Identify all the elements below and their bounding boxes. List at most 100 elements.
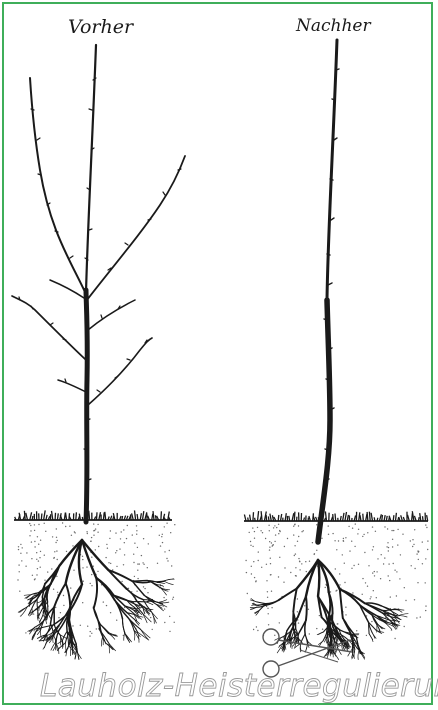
- soil-dot: [276, 527, 277, 528]
- soil-dot: [260, 530, 261, 531]
- soil-dot: [53, 589, 54, 590]
- root: [94, 578, 97, 609]
- soil-dot: [308, 609, 309, 610]
- soil-dot: [372, 572, 373, 573]
- soil-dot: [173, 597, 174, 598]
- soil-dot: [172, 599, 173, 600]
- label-after: Nachher: [295, 16, 371, 36]
- soil-dot: [40, 540, 41, 541]
- soil-dot: [339, 573, 340, 574]
- soil-dot: [166, 523, 167, 524]
- root: [326, 636, 327, 643]
- soil-dot: [136, 534, 137, 535]
- root: [306, 560, 318, 596]
- soil-dot: [381, 554, 382, 555]
- soil-dot: [256, 626, 257, 627]
- grass-blade: [103, 512, 104, 520]
- soil-dot: [425, 582, 426, 583]
- soil-dot: [271, 607, 272, 608]
- grass-blade: [105, 512, 106, 520]
- soil-right: [245, 523, 428, 639]
- bud: [330, 179, 333, 180]
- root: [53, 635, 54, 643]
- soil-dot: [366, 635, 367, 636]
- soil-dot: [91, 557, 92, 558]
- soil-dot: [389, 580, 390, 581]
- soil-dot: [96, 628, 97, 629]
- bud: [31, 306, 33, 309]
- soil-dot: [139, 563, 140, 564]
- soil-dot: [330, 591, 331, 592]
- soil-dot: [56, 550, 57, 551]
- soil-dot: [30, 530, 31, 531]
- soil-dot: [137, 570, 138, 571]
- soil-dot: [383, 563, 384, 564]
- soil-dot: [411, 565, 412, 566]
- soil-dot: [89, 635, 90, 636]
- soil-dot: [399, 578, 400, 579]
- soil-dot: [391, 530, 392, 531]
- grass-blade: [325, 511, 326, 521]
- soil-dot: [63, 605, 64, 606]
- soil-dot: [161, 536, 162, 537]
- soil-dot: [40, 551, 41, 552]
- soil-dot: [174, 524, 175, 525]
- soil-dot: [294, 555, 295, 556]
- bud: [115, 376, 118, 378]
- soil-dot: [25, 632, 26, 633]
- soil-dot: [410, 540, 411, 541]
- soil-dot: [344, 582, 345, 583]
- grass-blade: [97, 512, 98, 520]
- soil-dot: [21, 560, 22, 561]
- soil-dot: [309, 561, 310, 562]
- grass-blade: [161, 511, 162, 520]
- soil-dot: [254, 577, 255, 578]
- soil-dot: [335, 568, 336, 569]
- root: [51, 642, 56, 650]
- soil-dot: [32, 575, 33, 576]
- grass-blade: [152, 514, 153, 520]
- soil-dot: [295, 567, 296, 568]
- soil-dot: [414, 529, 415, 530]
- grass-blade: [66, 513, 67, 521]
- grass-blade: [367, 512, 368, 521]
- soil-dot: [36, 552, 37, 553]
- soil-dot: [34, 579, 35, 580]
- soil-dot: [80, 625, 81, 626]
- soil-dot: [298, 622, 299, 623]
- bud: [325, 449, 328, 450]
- branch: [30, 78, 85, 292]
- grass-blade: [155, 515, 156, 520]
- soil-dot: [287, 538, 288, 539]
- soil-dot: [123, 529, 124, 530]
- soil-dot: [338, 540, 339, 541]
- soil-dot: [278, 576, 279, 577]
- root: [164, 579, 174, 581]
- soil-dot: [121, 531, 122, 532]
- soil-dot: [86, 566, 87, 567]
- soil-dot: [375, 531, 376, 532]
- soil-dot: [37, 568, 38, 569]
- soil-dot: [373, 546, 374, 547]
- soil-dot: [258, 560, 259, 561]
- grass-blade: [345, 512, 347, 521]
- soil-dot: [253, 561, 254, 562]
- soil-dot: [254, 538, 255, 539]
- soil-dot: [106, 544, 107, 545]
- soil-dot: [396, 571, 397, 572]
- soil-dot: [91, 585, 92, 586]
- soil-dot: [72, 545, 73, 546]
- bud: [324, 319, 327, 320]
- soil-dot: [355, 523, 356, 524]
- root: [398, 616, 408, 617]
- grass-blade: [396, 513, 397, 521]
- soil-dot: [143, 564, 144, 565]
- soil-dot: [245, 560, 246, 561]
- root: [122, 619, 124, 633]
- root: [82, 540, 96, 578]
- grass-blade: [52, 511, 53, 520]
- soil-dot: [370, 598, 371, 599]
- soil-dot: [404, 626, 405, 627]
- soil-dot: [164, 551, 165, 552]
- grass-blade: [335, 514, 336, 522]
